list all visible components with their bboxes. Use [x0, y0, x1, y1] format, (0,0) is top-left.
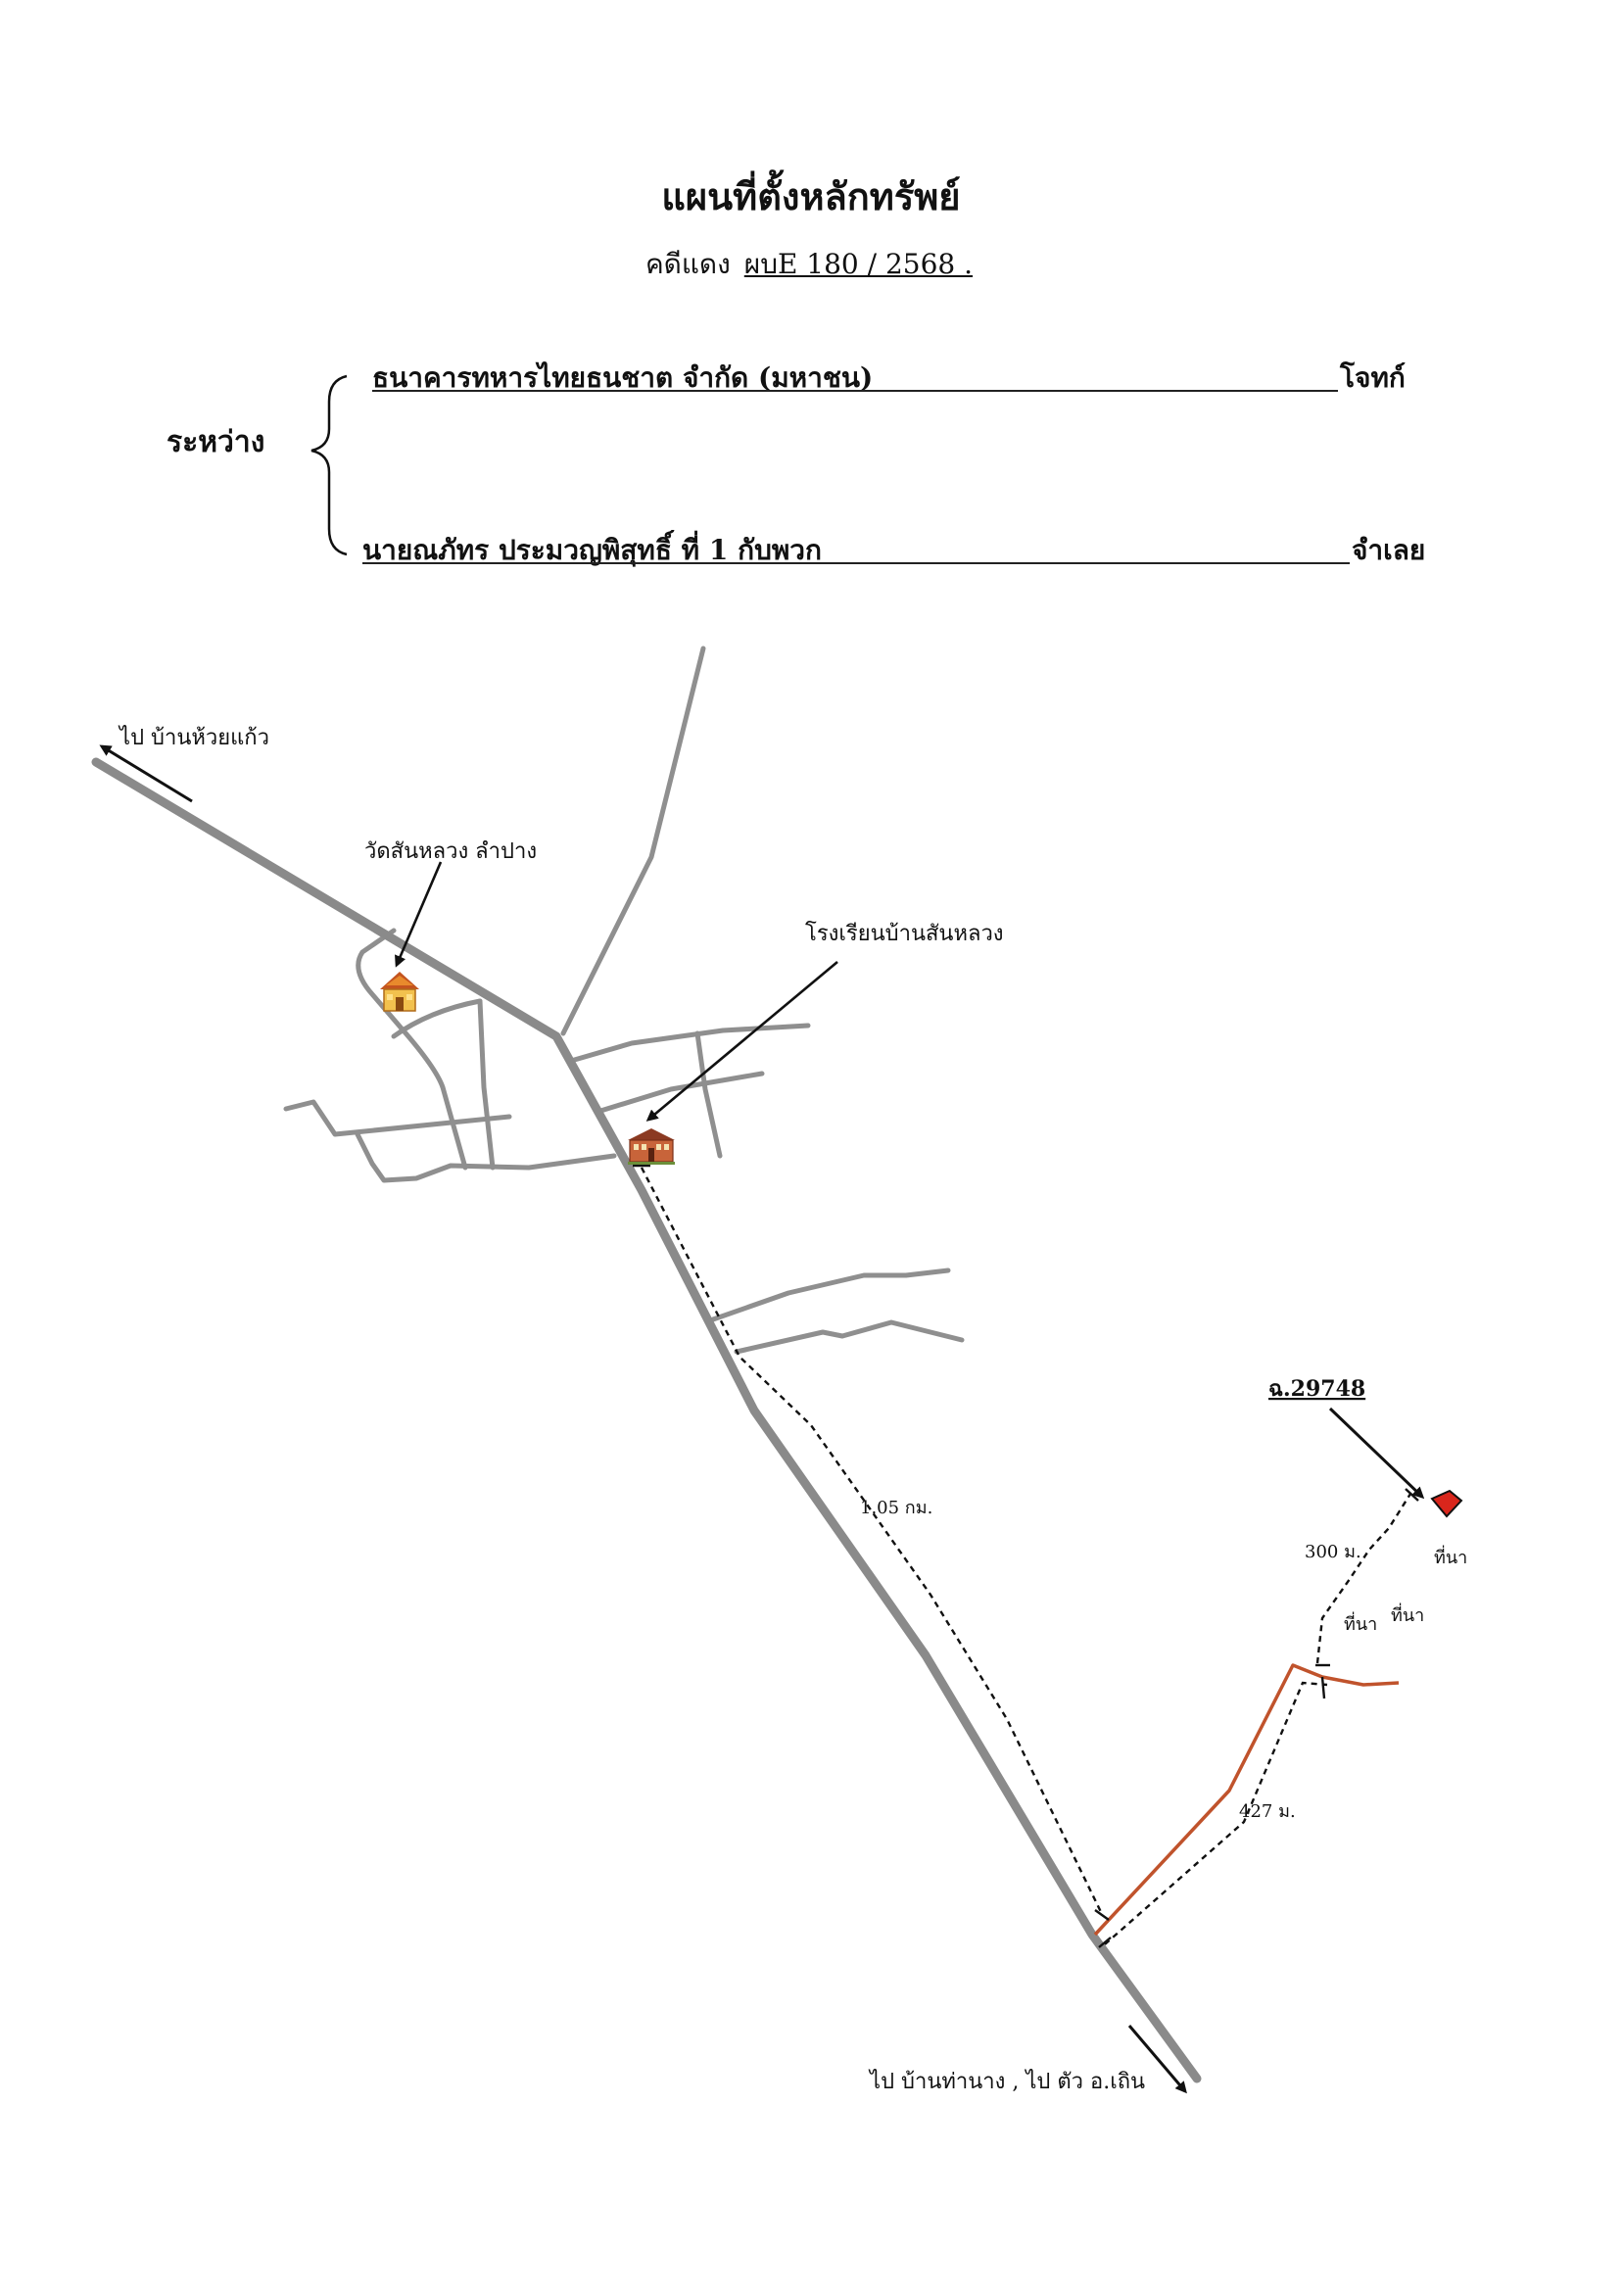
arrow-to-huay-kaeo: [99, 744, 193, 803]
case-number: ผบE 180 / 2568 .: [743, 248, 974, 280]
label-distance-427: 427 ม.: [1239, 1801, 1296, 1822]
plot-marker-icon: [1430, 1489, 1463, 1518]
label-distance-300: 300 ม.: [1305, 1542, 1361, 1562]
road-north: [560, 646, 706, 1036]
case-prefix: คดีแดง: [644, 248, 731, 280]
guide-300m: [1315, 1493, 1412, 1664]
label-deed: ฉ.29748: [1268, 1376, 1365, 1402]
road-temple-spur: [477, 998, 496, 1171]
between-label: ระหว่าง: [167, 425, 265, 459]
minor-roads: [283, 646, 965, 1355]
main-road: [91, 757, 1202, 2083]
party-brace: [310, 374, 348, 556]
road-west-2: [355, 1131, 617, 1183]
defendant-name: นายณภัทร ประมวญพิสุทธิ์ ที่ 1 กับพวก: [362, 534, 822, 566]
defendant-role: จำเลย: [1352, 534, 1426, 566]
defendant-underline: [362, 562, 1350, 564]
road-east-2: [694, 1030, 723, 1159]
label-temple: วัดสันหลวง ลำปาง: [364, 839, 537, 864]
label-rice-field-2: ที่นา: [1344, 1611, 1377, 1635]
arrow-to-tha-nang: [1127, 2025, 1187, 2094]
label-school: โรงเรียนบ้านสันหลวง: [805, 921, 1004, 946]
plaintiff-underline: [372, 390, 1338, 392]
road-temple-inner: [391, 998, 483, 1039]
distance-guides: [640, 1167, 1412, 1945]
label-to-tha-nang: ไป บ้านท่านาง , ไป ตัว อ.เถิน: [868, 2069, 1145, 2094]
arrow-deed: [1328, 1407, 1425, 1500]
road-east-3: [595, 1071, 765, 1115]
case-number-line: คดีแดง ผบE 180 / 2568 .: [0, 243, 1622, 286]
road-west-1: [283, 1099, 512, 1137]
road-south-2: [734, 1319, 965, 1355]
guide-end-caps: [633, 1164, 1419, 1948]
arrow-school: [645, 961, 838, 1122]
plaintiff-name: ธนาคารทหารไทยธนชาต จำกัด (มหาชน): [372, 361, 874, 394]
school-icon: [628, 1128, 675, 1165]
label-to-huay-kaeo: ไป บ้านห้วยแก้ว: [118, 725, 269, 750]
label-rice-field-3: ที่นา: [1391, 1602, 1424, 1626]
access-path: [1093, 1663, 1400, 1937]
arrow-temple: [395, 861, 443, 968]
document-title: แผนที่ตั้งหลักทรัพย์: [661, 174, 961, 218]
road-south-1: [710, 1268, 951, 1322]
temple-icon: [380, 972, 419, 1012]
label-distance-road: 1.05 กม.: [860, 1498, 932, 1518]
plaintiff-role: โจทก์: [1340, 361, 1406, 394]
guide-427m: [1104, 1681, 1328, 1945]
label-rice-field-1: ที่นา: [1434, 1545, 1467, 1568]
road-east-1: [568, 1023, 811, 1064]
guide-1-05km: [640, 1167, 1104, 1915]
